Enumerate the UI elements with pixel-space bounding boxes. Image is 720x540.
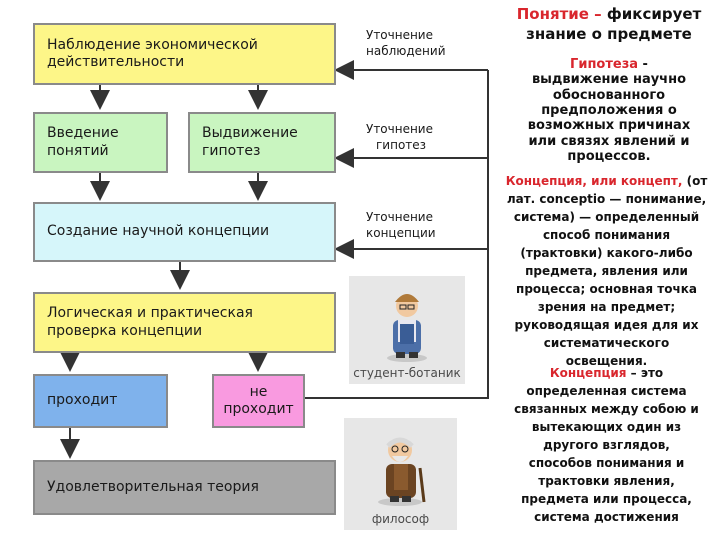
hypothesis-def-line2: выдвижение научно bbox=[531, 72, 687, 88]
conception-def-line9: руководящая идея для их bbox=[514, 318, 699, 332]
note-refine-hypotheses-line2: гипотез bbox=[376, 137, 427, 152]
conception-def-line4: способ понимания bbox=[542, 228, 671, 242]
note-refine-conception-line2: концепции bbox=[366, 225, 436, 240]
conception-def-line1: (от bbox=[682, 174, 708, 188]
box-concepts-line2: понятий bbox=[47, 142, 109, 159]
conception2-def-line6: способов понимания и bbox=[528, 456, 685, 470]
box-not-passes-line2: проходит bbox=[223, 401, 294, 417]
box-hypotheses-line1: Выдвижение bbox=[202, 125, 298, 141]
box-passes: проходит bbox=[33, 374, 168, 428]
hypothesis-term: Гипотеза bbox=[570, 57, 639, 72]
conception-def-line6: предмета, явления или bbox=[525, 264, 688, 278]
conception-def-line2: лат. conceptio — понимание, bbox=[506, 192, 707, 206]
conception-def-line3: система) — определенный bbox=[513, 210, 700, 224]
note-refine-conception-line1: Уточнение bbox=[366, 210, 433, 224]
box-not-passes-line1: не bbox=[249, 383, 268, 400]
conception2-def-line3: связанных между собою и bbox=[514, 402, 699, 416]
conception-def-line8: зрения на предмет; bbox=[537, 300, 676, 314]
box-observation-line1: Наблюдение экономической bbox=[47, 36, 258, 53]
conception2-def-line5: другого взглядов, bbox=[543, 438, 670, 452]
box-verification-line1: Логическая и практическая bbox=[47, 305, 253, 321]
student-image: студент-ботаник bbox=[349, 276, 465, 384]
hypothesis-definition: Гипотеза - выдвижение научно обоснованно… bbox=[500, 57, 718, 164]
philosopher-figure-icon bbox=[378, 437, 426, 506]
student-figure-icon bbox=[387, 294, 427, 362]
feedback-line bbox=[305, 70, 489, 399]
conception2-term: Концепция bbox=[549, 366, 627, 380]
box-hypotheses: Выдвижение гипотез bbox=[188, 112, 336, 173]
note-refine-conception: Уточнение концепции bbox=[366, 210, 436, 241]
conception2-def-line1: – это bbox=[626, 366, 664, 380]
box-observation-line2: действительности bbox=[47, 54, 185, 70]
student-caption: студент-ботаник bbox=[353, 366, 461, 380]
conception-def-line11: освещения. bbox=[565, 354, 648, 368]
hypothesis-def-line6: или связях явлений и bbox=[528, 133, 690, 149]
hypothesis-def-line3: обоснованного bbox=[552, 87, 666, 103]
box-verification: Логическая и практическая проверка конце… bbox=[33, 292, 336, 353]
note-refine-observation: Уточнение наблюдений bbox=[366, 28, 446, 59]
philosopher-image: философ bbox=[344, 418, 457, 530]
box-observation: Наблюдение экономической действительност… bbox=[33, 23, 336, 85]
concept-term: Понятие – bbox=[516, 5, 602, 23]
conception-term: Концепция, или концепт, bbox=[505, 174, 683, 188]
note-refine-hypotheses: Уточнение гипотез bbox=[366, 122, 433, 153]
conception2-def-line4: вытекающих один из bbox=[531, 420, 682, 434]
conception-def-line5: (трактовки) какого-либо bbox=[520, 246, 693, 260]
conception2-definition: Концепция – это определенная система свя… bbox=[493, 364, 720, 526]
concept-def-line1: фиксирует bbox=[601, 5, 702, 23]
concept-definition: Понятие – фиксирует знание о предмете bbox=[498, 5, 720, 44]
conception2-def-line2: определенная система bbox=[526, 384, 687, 398]
conception-definition: Концепция, или концепт, (от лат. concept… bbox=[493, 172, 720, 370]
box-concepts-line1: Введение bbox=[47, 125, 119, 141]
box-creation-label: Создание научной концепции bbox=[47, 223, 270, 240]
hypothesis-def-line5: возможных причинах bbox=[527, 118, 691, 134]
box-passes-label: проходит bbox=[47, 392, 118, 409]
box-hypotheses-line2: гипотез bbox=[202, 142, 261, 159]
box-concepts: Введение понятий bbox=[33, 112, 168, 173]
note-refine-observation-line2: наблюдений bbox=[366, 43, 446, 58]
note-refine-observation-line1: Уточнение bbox=[366, 28, 433, 42]
note-refine-hypotheses-line1: Уточнение bbox=[366, 122, 433, 136]
conception2-def-line9: система достижения bbox=[534, 510, 679, 524]
hypothesis-def-line7: процессов. bbox=[567, 148, 651, 164]
box-creation: Создание научной концепции bbox=[33, 202, 336, 262]
conception2-def-line8: предмета или процесса, bbox=[521, 492, 692, 506]
conception-def-line7: процесса; основная точка bbox=[516, 282, 697, 296]
box-verification-line2: проверка концепции bbox=[47, 322, 203, 339]
conception-def-line10: систематического bbox=[543, 336, 670, 350]
concept-def-line2: знание о предмете bbox=[526, 24, 692, 43]
box-not-passes: не проходит bbox=[212, 374, 305, 428]
philosopher-caption: философ bbox=[371, 512, 430, 526]
hypothesis-def-line1: - bbox=[638, 57, 648, 72]
conception2-def-line7: трактовки явления, bbox=[538, 474, 675, 488]
hypothesis-def-line4: предположения о bbox=[541, 102, 677, 118]
box-theory-label: Удовлетворительная теория bbox=[47, 478, 259, 495]
box-theory: Удовлетворительная теория bbox=[33, 460, 336, 515]
